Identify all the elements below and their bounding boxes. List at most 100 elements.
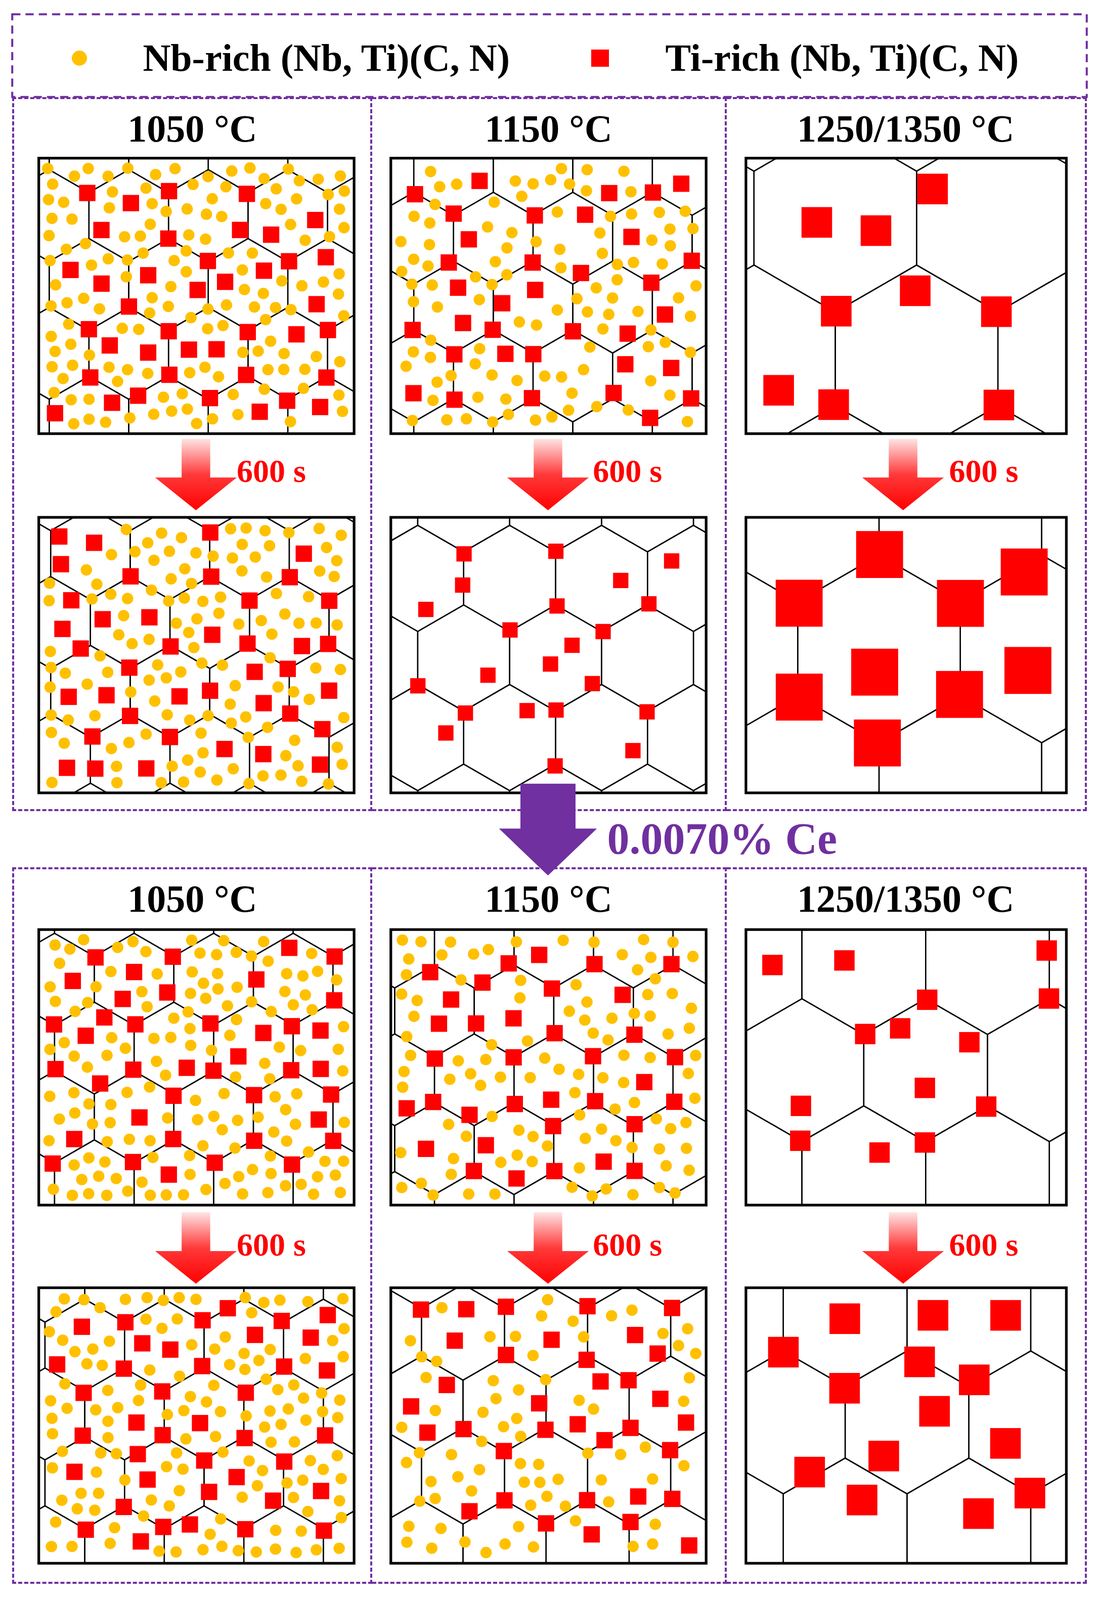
nb-rich-particle [316,1387,328,1399]
ti-rich-particle [306,211,324,229]
nb-rich-particle [581,996,593,1008]
ti-rich-particle [465,1162,482,1179]
nb-rich-particle [245,950,258,962]
nb-rich-particle [578,1331,590,1343]
nb-rich-particle [110,1172,123,1185]
nb-rich-particle [282,163,295,175]
grain-boundary [745,1458,784,1564]
nb-rich-particle [295,1178,307,1191]
nb-rich-particle [133,323,145,336]
ti-rich-particle [1036,940,1057,961]
ti-rich-particle [131,1109,148,1126]
nb-rich-particle [136,986,148,998]
nb-rich-particle [445,936,457,949]
nb-rich-particle [400,969,413,982]
nb-rich-particle [102,1415,114,1428]
ti-rich-particle [114,990,131,1007]
nb-rich-particle [150,1056,163,1068]
ti-rich-particle [160,230,177,247]
ti-rich-particle [666,1093,683,1111]
ti-rich-particle [155,1518,172,1535]
nb-rich-particle [47,178,59,191]
ti-rich-particle [101,337,118,354]
nb-rich-particle [134,230,147,243]
nb-rich-particle [460,1130,473,1143]
grain-boundary [835,265,999,434]
nb-rich-particle [479,1053,492,1066]
nb-rich-particle [435,949,448,961]
grain-boundary [208,238,288,331]
nb-rich-particle [452,1471,464,1483]
nb-rich-particle [237,346,249,359]
nb-rich-particle [524,1072,537,1084]
ti-rich-particle [200,1483,217,1501]
nb-rich-particle [644,375,657,387]
nb-rich-particle [467,948,480,960]
nb-rich-particle [678,1460,690,1472]
nb-rich-particle [201,323,214,335]
nb-rich-particle [509,1330,522,1343]
nb-rich-particle [264,651,277,664]
nb-rich-particle [47,1183,60,1196]
ti-rich-particle [241,592,258,609]
nb-rich-particle [82,1152,95,1164]
nb-rich-particle [83,413,96,426]
nb-rich-particle [188,641,200,654]
ti-rich-particle [237,1521,254,1538]
ti-rich-particle [239,324,256,341]
grain-boundary [173,1071,254,1164]
grain-boundaries [745,517,1067,794]
grain-boundary [629,1500,707,1564]
nb-rich-particle [262,364,275,376]
nb-rich-particle [157,1294,170,1307]
nb-rich-particle [408,210,420,223]
nb-rich-particle [105,1099,117,1111]
nb-rich-particle [246,1164,259,1176]
nb-rich-particle [43,230,56,242]
nb-rich-particle [514,974,527,987]
ti-rich-particle [255,1025,272,1042]
nb-rich-particle [255,614,268,627]
grain-box-frame [38,1288,355,1564]
ti-rich-particle [794,1457,826,1488]
grain-box [213,1140,838,1600]
nb-rich-particle [302,591,315,603]
grain-boundary [453,192,534,285]
ti-rich-particle [605,384,622,402]
grain-boundary [90,576,170,669]
nb-rich-particle [249,551,262,563]
nb-rich-particle [190,547,202,559]
nb-rich-particle [329,1169,342,1182]
nb-rich-particle [232,1114,244,1127]
ti-rich-particle [121,659,138,676]
grain-boundary [555,525,648,632]
grain-boundary [390,1428,422,1525]
grain-boundary [253,933,333,1026]
nb-rich-particle [46,361,59,373]
nb-rich-particle [335,1512,348,1524]
nb-rich-particle [141,1000,154,1013]
nb-rich-particle [501,269,513,281]
nb-rich-particle [212,371,225,383]
nb-rich-particle [121,1086,134,1099]
ti-rich-particle [194,1312,211,1329]
grain-boundary [553,964,634,1058]
grain-box-frame [390,158,707,434]
nb-rich-particle [50,1516,62,1529]
nb-rich-particle [611,274,624,286]
ti-rich-particle [216,273,234,290]
grain-boundary [289,517,355,600]
nb-rich-particle [49,345,62,358]
time-label: 600 s [592,453,663,490]
nb-rich-particle [259,198,272,210]
ti-rich-particle [497,1346,514,1364]
nb-rich-particle [50,1306,63,1318]
grain-boundary [128,376,209,434]
grain-boundary [38,1071,95,1164]
grain-boundary [164,1506,244,1564]
nb-rich-particle [68,1050,80,1063]
grain-boundary [38,933,95,1026]
nb-rich-particle [180,1433,192,1445]
ti-rich-particle [1038,988,1060,1009]
nb-rich-particle [151,659,164,672]
